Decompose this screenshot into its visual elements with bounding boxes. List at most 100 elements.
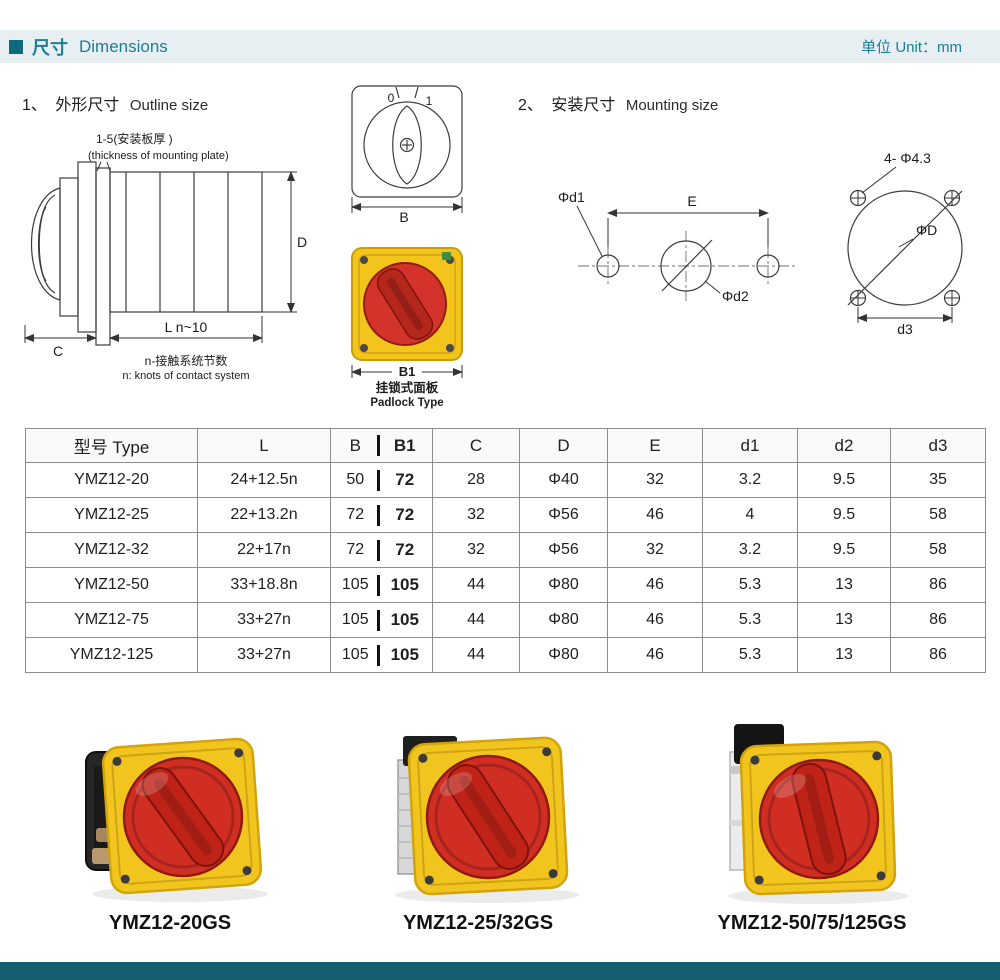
cell-type: YMZ12-20 — [25, 462, 198, 498]
cell-d2: 13 — [797, 567, 891, 603]
cell-type: YMZ12-25 — [25, 497, 198, 533]
cell-d2: 13 — [797, 637, 891, 673]
dim-label-L: L n~10 — [165, 319, 208, 335]
center-screw — [399, 137, 415, 153]
cell-C: 44 — [432, 637, 520, 673]
cell-C: 32 — [432, 532, 520, 568]
section-mounting-number: 2、 — [518, 97, 543, 114]
cell-B: 105 — [341, 611, 369, 628]
cell-L: 33+27n — [197, 637, 331, 673]
cell-C: 32 — [432, 497, 520, 533]
mounting-plate-hatched — [95, 167, 111, 346]
front-panel-outline — [351, 85, 463, 198]
product-label-1: YMZ12-20GS — [108, 912, 232, 934]
product-photo-2 — [395, 736, 579, 903]
cell-E: 46 — [607, 497, 703, 533]
cell-B: 72 — [346, 506, 365, 523]
cell-D: Φ56 — [519, 532, 608, 568]
cell-d3: 58 — [890, 532, 986, 568]
cell-d1: 5.3 — [702, 567, 798, 603]
cell-B1: 72 — [395, 505, 415, 524]
product-photos-svg — [85, 724, 908, 904]
cell-L: 33+27n — [197, 602, 331, 638]
cell-B1: 105 — [390, 575, 419, 594]
cell-D: Φ80 — [519, 602, 608, 638]
col-D: D — [519, 428, 608, 463]
cell-C: 44 — [432, 602, 520, 638]
dim-label-d1: Φd1 — [558, 189, 585, 205]
b-b1-divider — [377, 469, 380, 491]
product-label-3: YMZ12-50/75/125GS — [717, 912, 907, 934]
cell-d2: 13 — [797, 602, 891, 638]
cell-D: Φ40 — [519, 462, 608, 498]
section-title-mounting: 2、 安装尺寸 Mounting size — [518, 91, 718, 115]
dim-label-B1: B1 — [399, 364, 416, 379]
section-outline-cn: 外形尺寸 — [55, 97, 120, 114]
hole-d1 — [596, 254, 620, 278]
col-d2: d2 — [797, 428, 891, 463]
cell-B1: 105 — [390, 610, 419, 629]
cell-B1: 72 — [395, 470, 415, 489]
cell-d1: 5.3 — [702, 637, 798, 673]
cell-d3: 58 — [890, 497, 986, 533]
switch-body — [109, 171, 263, 313]
knob-arc-1 — [37, 194, 56, 294]
padlock-caption-en: Padlock Type — [370, 397, 443, 409]
cell-D: Φ56 — [519, 497, 608, 533]
contact-note-en: n: knots of contact system — [122, 370, 249, 382]
cell-d1: 4 — [702, 497, 798, 533]
section-title-outline: 1、 外形尺寸 Outline size — [22, 91, 208, 115]
col-d1: d1 — [702, 428, 798, 463]
front-knob-circle — [363, 101, 451, 189]
position-1-label: 1 — [426, 94, 433, 108]
cutout-circle-D — [847, 190, 963, 306]
col-C: C — [432, 428, 520, 463]
col-type: 型号 Type — [25, 428, 198, 463]
dim-label-D: D — [297, 234, 307, 250]
col-B1: B1 — [393, 435, 416, 455]
cell-D: Φ80 — [519, 637, 608, 673]
knob-handle-3 — [791, 762, 847, 876]
page-header: 尺寸 Dimensions 单位 Unit：mm — [0, 30, 1000, 63]
header-bullet-square — [9, 39, 23, 54]
col-d3: d3 — [890, 428, 986, 463]
front-flange — [77, 161, 97, 333]
b-b1-divider — [377, 539, 380, 561]
padlock-type-image: B1 挂锁式面板 Padlock Type — [351, 247, 463, 409]
cell-E: 46 — [607, 602, 703, 638]
knob-handle-2 — [446, 764, 530, 870]
cell-d1: 3.2 — [702, 462, 798, 498]
cell-d3: 86 — [890, 637, 986, 673]
cell-d2: 9.5 — [797, 532, 891, 568]
padlock-caption-cn: 挂锁式面板 — [376, 380, 439, 395]
section-mounting-en: Mounting size — [625, 97, 719, 114]
cell-d2: 9.5 — [797, 497, 891, 533]
page-title-cn: 尺寸 — [32, 37, 68, 58]
hole-d2 — [660, 240, 712, 292]
cell-type: YMZ12-50 — [25, 567, 198, 603]
section-outline-number: 1、 — [22, 97, 47, 114]
section-outline-en: Outline size — [129, 97, 209, 114]
b-b1-divider — [377, 435, 380, 456]
cell-B: 50 — [346, 471, 365, 488]
dim-label-corner-holes: 4- Φ4.3 — [884, 150, 931, 166]
hole-d1-right — [756, 254, 780, 278]
cell-L: 33+18.8n — [197, 567, 331, 603]
product-photo-1 — [85, 737, 268, 902]
cell-D: Φ80 — [519, 567, 608, 603]
b-b1-divider — [377, 609, 380, 631]
cell-B-B1: 105 105 — [330, 602, 433, 638]
cell-E: 32 — [607, 532, 703, 568]
cell-B-B1: 72 72 — [330, 497, 433, 533]
col-L: L — [197, 428, 331, 463]
plate-thickness-note-en: (thickness of mounting plate) — [88, 150, 229, 162]
cell-B: 105 — [341, 576, 369, 593]
b-b1-divider — [377, 644, 380, 666]
footer-bar — [0, 962, 1000, 980]
product-label-2: YMZ12-25/32GS — [402, 912, 554, 934]
